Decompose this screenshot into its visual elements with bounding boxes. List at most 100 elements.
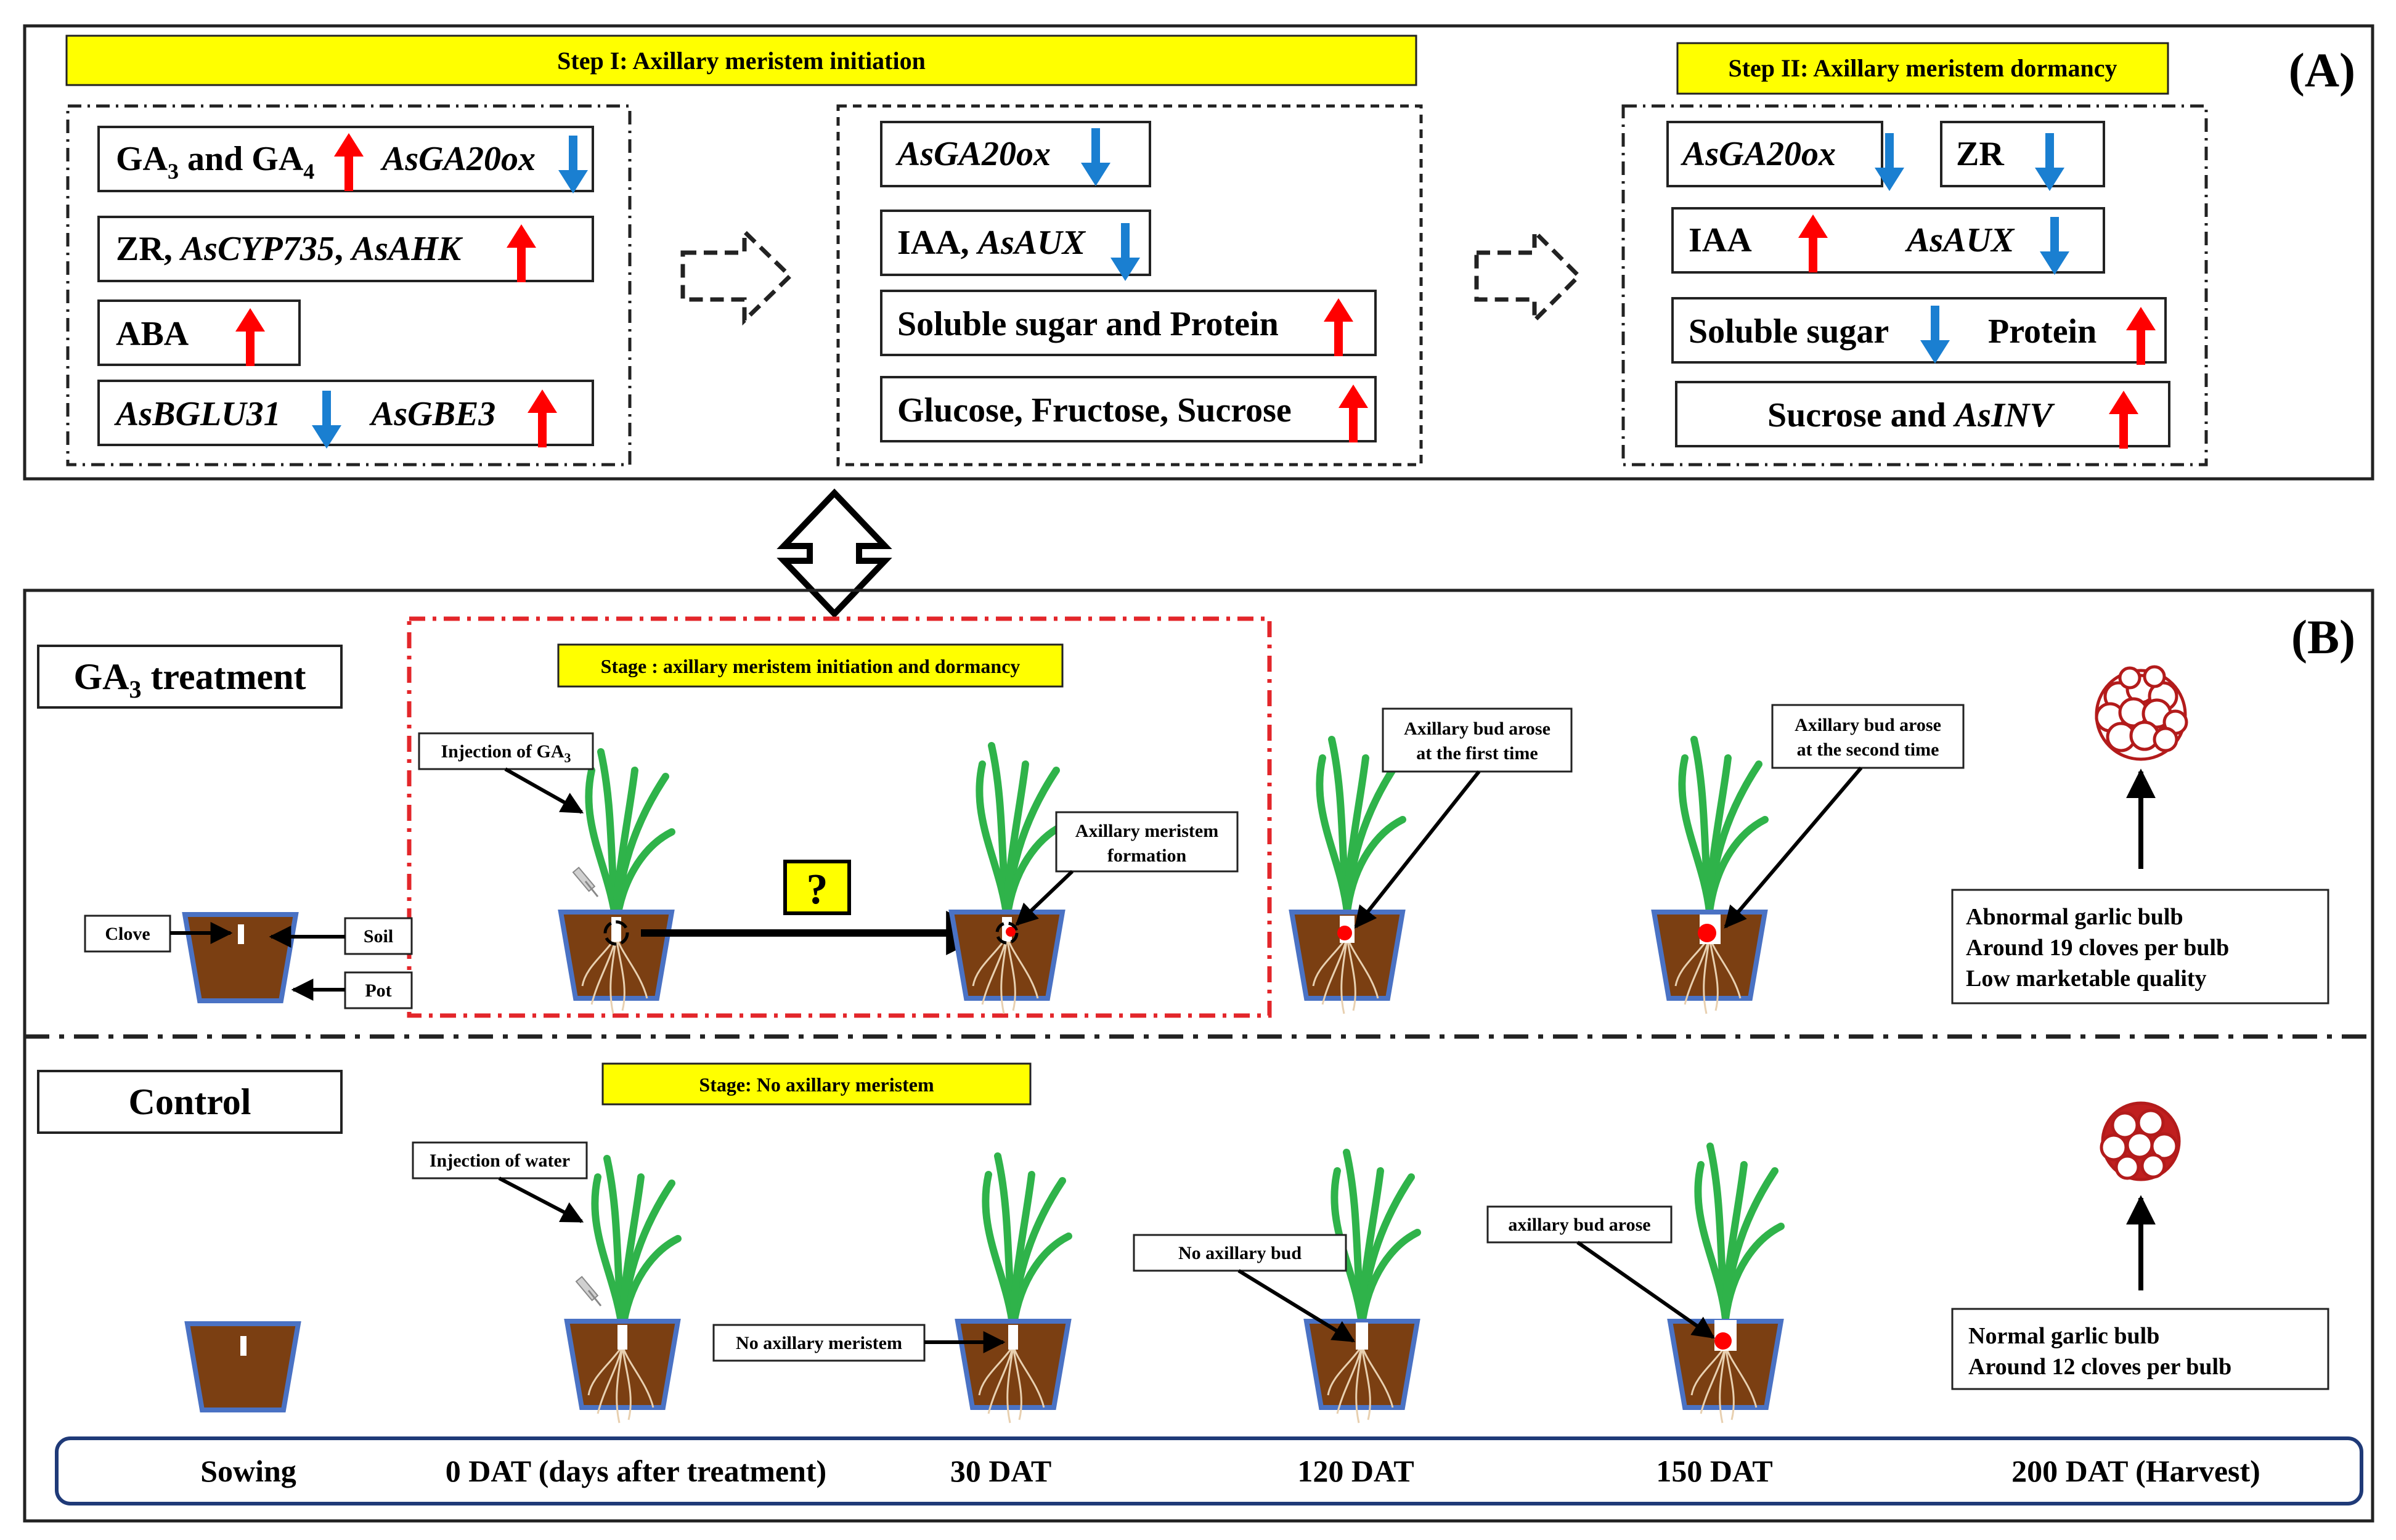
control-result-box [1951, 1308, 2329, 1390]
box1-row4 [97, 380, 594, 446]
plant-0dat-ga3 [561, 752, 672, 1015]
box2-row3-text: Soluble sugar and Protein [897, 305, 1279, 343]
bud-first-arrow [1354, 770, 1481, 929]
control-result-1: Normal garlic bulb [1968, 1323, 2159, 1349]
plant-150dat-control [1670, 1146, 1781, 1424]
timeline-200dat: 200 DAT (Harvest) [2011, 1454, 2260, 1488]
clove-callout [84, 915, 171, 953]
plant-120dat-control [1306, 1152, 1417, 1424]
timeline-0dat: 0 DAT (days after treatment) [446, 1454, 826, 1488]
box1-row1-text: GA3 and GA4 [116, 140, 314, 184]
stage-control-box [601, 1062, 1032, 1106]
meristem-formation-text-1: Axillary meristem [1075, 821, 1218, 841]
meristem-formation-text-2: formation [1107, 845, 1187, 866]
box1-frame [66, 104, 632, 466]
box2-row2 [880, 210, 1151, 276]
meristem-formation-callout [1055, 811, 1239, 873]
clove-callout-text: Clove [105, 924, 150, 944]
box1-row3-text: ABA [116, 315, 189, 353]
box2-row2-text: IAA, AsAUX [897, 224, 1086, 262]
bud-first-callout [1382, 707, 1573, 773]
injection-ga3-arrow [504, 767, 584, 814]
bud-arose-callout [1486, 1205, 1673, 1244]
question-mark: ? [807, 866, 828, 913]
abnormal-bulb-icon [2095, 665, 2188, 761]
pot-sowing-control [187, 1324, 298, 1410]
step1-title: Step I: Axillary meristem initiation [557, 47, 926, 75]
box3-row1a [1666, 121, 1883, 187]
box3-row4-text: Sucrose and AsINV [1767, 396, 2055, 434]
injection-ga3-text: Injection of GA3 [441, 741, 571, 765]
plant-30dat-ga3 [951, 746, 1062, 1015]
box3-row3 [1671, 297, 2167, 364]
box3-row2 [1671, 207, 2105, 274]
bud-second-text-2: at the second time [1797, 739, 1939, 760]
normal-bulb-icon [2100, 1101, 2181, 1181]
plant-150dat-ga3 [1654, 739, 1765, 1015]
stage-box-ga3 [407, 616, 1272, 1018]
stage-control-text: Stage: No axillary meristem [699, 1074, 934, 1096]
box3-row3-text-a: Soluble sugar [1689, 312, 1889, 351]
box3-row2-text-b: AsAUX [1905, 221, 2015, 259]
box3-row1b [1940, 121, 2105, 187]
hollow-arrow-2 [1474, 226, 1582, 326]
bud-second-arrow [1724, 767, 1863, 929]
meristem-formation-arrow [1015, 870, 1074, 926]
bud-second-text-1: Axillary bud arose [1795, 715, 1941, 735]
panel-b-label: (B) [2291, 610, 2355, 664]
timeline-30dat: 30 DAT [950, 1454, 1051, 1488]
ga3-treatment-label-box [37, 645, 343, 709]
box3-row1a-text: AsGA20ox [1681, 135, 1836, 173]
injection-water-text: Injection of water [430, 1151, 570, 1171]
timeline-120dat: 120 DAT [1297, 1454, 1414, 1488]
step1-title-box [65, 35, 1417, 86]
box3-frame [1621, 104, 2208, 466]
step2-title: Step II: Axillary meristem dormancy [1728, 54, 2117, 82]
bud-second-callout [1771, 704, 1965, 769]
timeline-sowing: Sowing [200, 1454, 296, 1488]
control-result-2: Around 12 cloves per bulb [1968, 1354, 2231, 1380]
stage-ga3-box [557, 643, 1064, 688]
no-meristem-text: No axillary meristem [736, 1333, 902, 1353]
pot-sowing-ga3 [185, 915, 296, 1001]
box3-row3-text-b: Protein [1988, 312, 2096, 351]
panel-a-frame [23, 24, 2374, 481]
plant-0dat-control [567, 1159, 678, 1424]
box3-row4 [1675, 381, 2170, 447]
box1-row1-gene: AsGA20ox [380, 140, 536, 178]
timeline-bar [55, 1436, 2363, 1505]
bud-arose-text: axillary bud arose [1508, 1215, 1650, 1235]
control-label: Control [129, 1082, 251, 1122]
question-box [783, 860, 851, 915]
ga3-treatment-label: GA3 treatment [73, 656, 306, 703]
step2-title-box [1676, 42, 2169, 95]
box2-row4-text: Glucose, Fructose, Sucrose [897, 391, 1292, 430]
pot-callout-text: Pot [365, 980, 391, 1001]
plant-120dat-ga3 [1292, 739, 1403, 1015]
ga3-result-3: Low marketable quality [1966, 966, 2207, 992]
box1-row3 [97, 299, 301, 366]
box1-row2 [97, 216, 594, 282]
double-arrow [776, 488, 892, 619]
control-label-box [37, 1070, 343, 1134]
ga3-result-box [1951, 889, 2329, 1004]
stage-ga3-text: Stage : axillary meristem initiation and… [601, 655, 1021, 677]
box3-row1b-text: ZR [1956, 135, 2004, 173]
injection-water-callout [412, 1141, 588, 1179]
plant-30dat-control [958, 1156, 1069, 1424]
no-bud-callout [1133, 1234, 1347, 1272]
box2-row4 [880, 376, 1377, 442]
box2-row1 [880, 121, 1151, 187]
injection-water-arrow [498, 1176, 584, 1223]
bud-first-text-1: Axillary bud arose [1404, 719, 1550, 739]
box2-row3 [880, 290, 1377, 356]
no-bud-text: No axillary bud [1178, 1243, 1302, 1263]
no-bud-arrow [1237, 1269, 1356, 1343]
ga3-result-2: Around 19 cloves per bulb [1966, 935, 2229, 961]
timeline-150dat: 150 DAT [1656, 1454, 1772, 1488]
panel-a-label: (A) [2289, 43, 2355, 97]
box1-row2-text: ZR, AsCYP735, AsAHK [116, 230, 463, 268]
panel-b-frame [23, 589, 2374, 1523]
hollow-arrow-1 [680, 226, 794, 326]
box2-row1-text: AsGA20ox [895, 135, 1051, 173]
